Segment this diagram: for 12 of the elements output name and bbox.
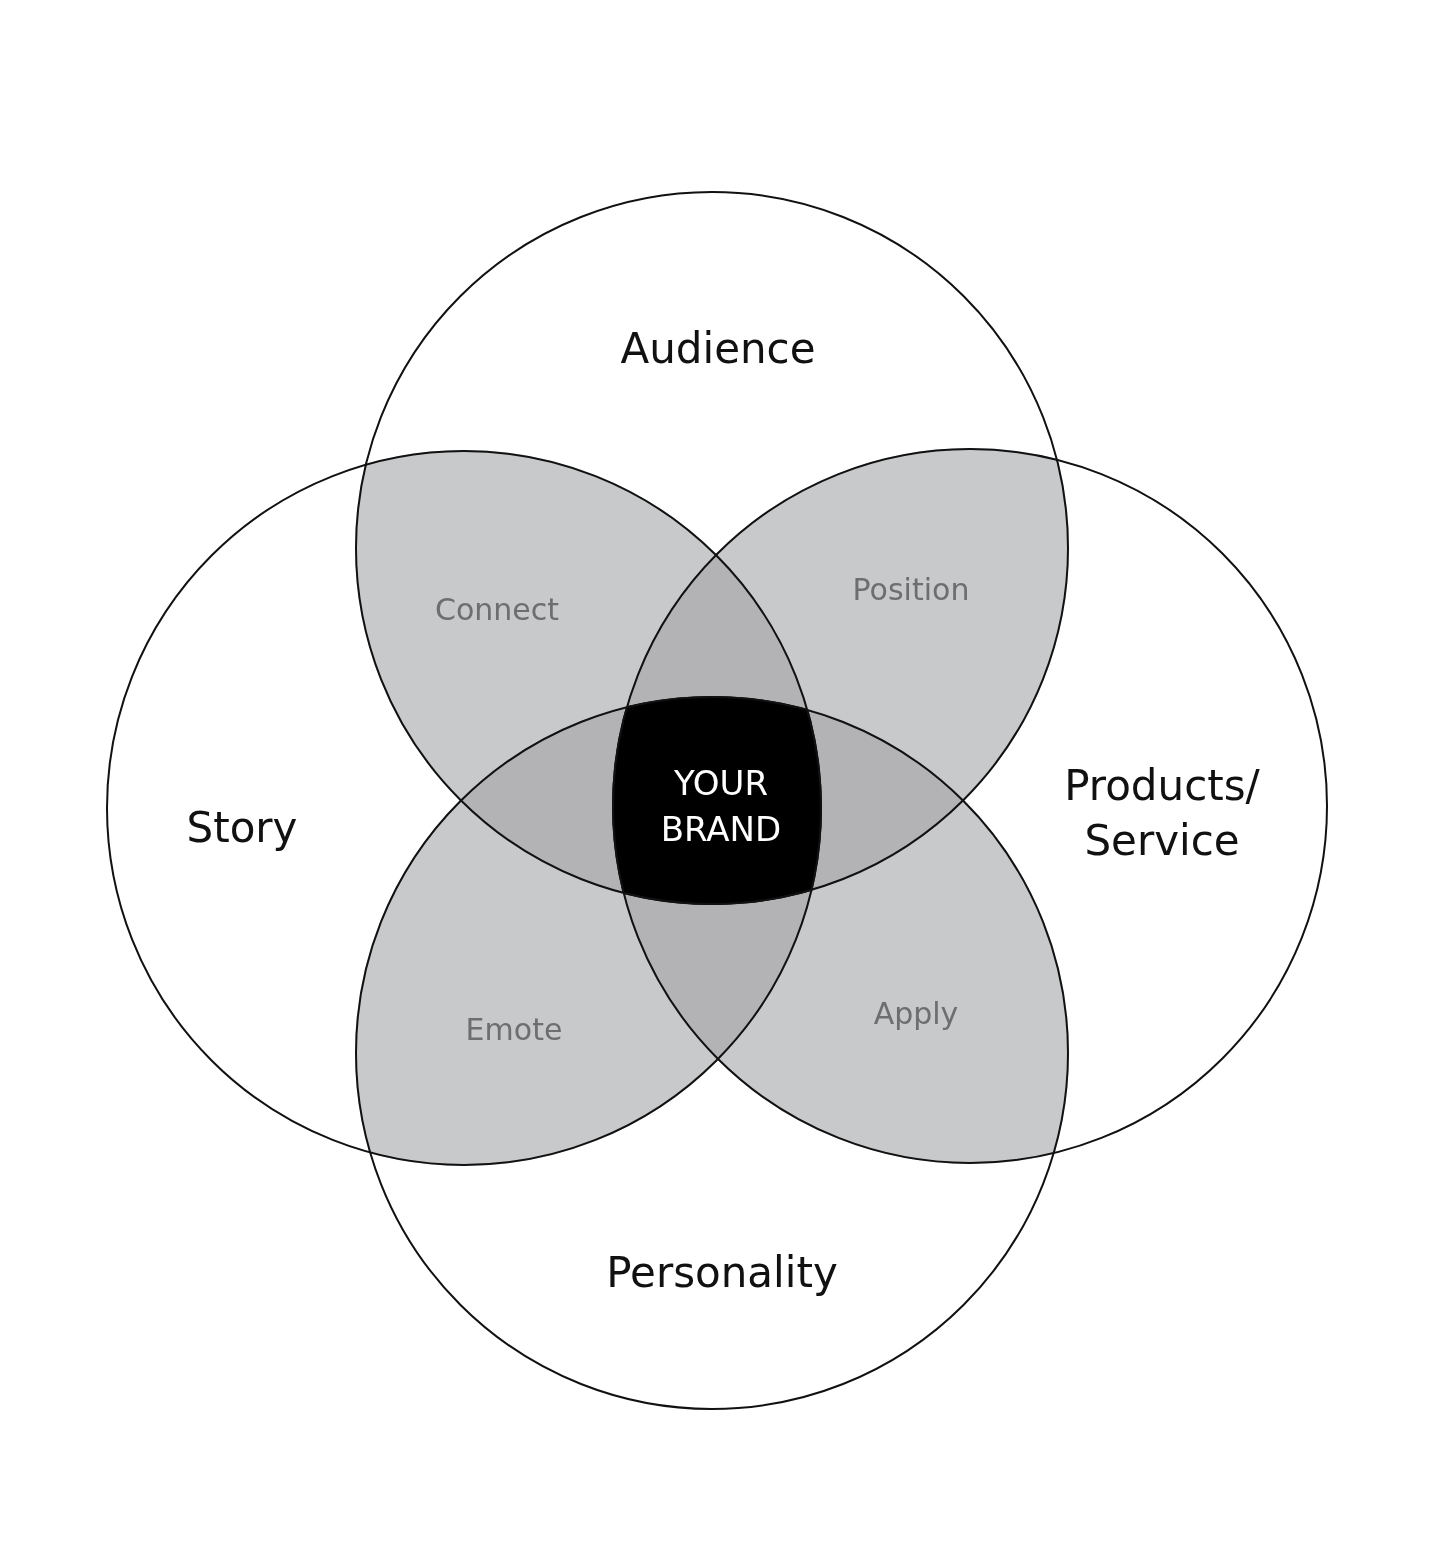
overlap-label: Position <box>852 571 970 607</box>
venn-circle <box>612 448 1328 1164</box>
circle-label: Products/ Service <box>1063 760 1261 867</box>
venn-circle <box>106 450 822 1166</box>
circle-label: Story <box>186 802 298 852</box>
overlap-label: Apply <box>873 995 959 1031</box>
overlap-label: Connect <box>435 591 559 627</box>
venn-circle <box>355 696 1069 1410</box>
circle-label: Personality <box>606 1247 838 1297</box>
venn-circle <box>355 191 1069 905</box>
circle-label: Audience <box>620 323 816 373</box>
overlap-label: Emote <box>465 1011 563 1047</box>
